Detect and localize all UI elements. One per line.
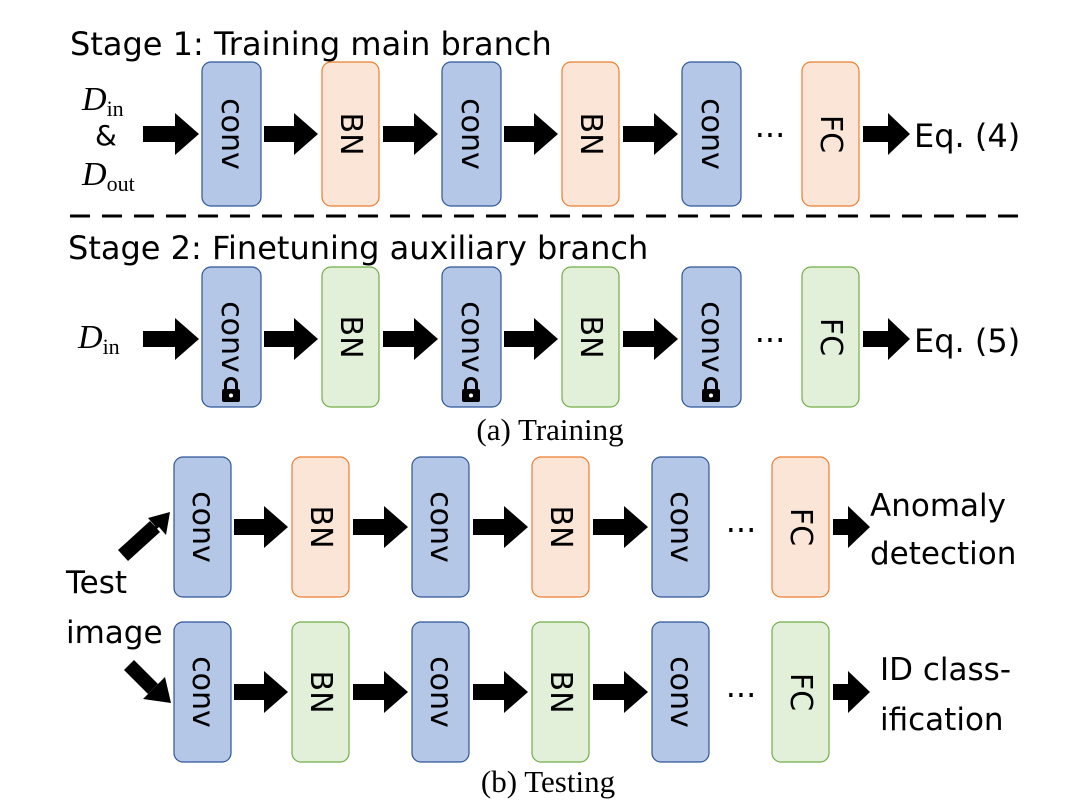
arrow-right (264, 318, 318, 360)
conv-block-frozen: conv (681, 266, 742, 408)
stage1-input-dset-out: Dout (81, 156, 135, 196)
stage1-input-dset-in: Din (81, 81, 124, 121)
output-anomaly-line1: Anomaly (870, 488, 1006, 524)
arrow-right (383, 113, 438, 155)
svg-text:conv: conv (694, 98, 729, 170)
arrow-right (234, 506, 288, 548)
arrow-right (593, 671, 648, 713)
conv-block: conv (173, 621, 232, 763)
arrow-right (504, 113, 558, 155)
ellipsis: ··· (726, 511, 757, 549)
svg-text:FC: FC (813, 318, 848, 356)
stage1-input-label: Din & Dout (81, 81, 135, 196)
conv-block: conv (681, 61, 742, 207)
arrow-right (143, 113, 199, 155)
arrow-right (863, 113, 910, 155)
arrow-right (593, 506, 648, 548)
arrow-diagonal-up-shaft (118, 521, 160, 561)
stage1-output: Eq. (4) (914, 117, 1020, 155)
bn-aux-block: BN (321, 266, 380, 408)
svg-text:conv: conv (185, 656, 220, 728)
svg-text:FC: FC (813, 115, 848, 153)
svg-text:FC: FC (783, 508, 818, 546)
stage2-output: Eq. (5) (914, 322, 1020, 360)
conv-block: conv (411, 456, 470, 598)
arrow-right (623, 113, 678, 155)
bn-block: BN (291, 456, 350, 598)
svg-text:BN: BN (573, 315, 608, 358)
svg-text:BN: BN (303, 670, 338, 713)
arrow-right (473, 671, 528, 713)
svg-text:conv: conv (423, 491, 458, 563)
bn-block: BN (531, 456, 590, 598)
svg-text:conv: conv (423, 656, 458, 728)
arrow-right (504, 318, 558, 360)
svg-text:BN: BN (333, 315, 368, 358)
conv-block: conv (411, 621, 470, 763)
conv-block: conv (651, 456, 710, 598)
arrow-right (234, 671, 288, 713)
svg-text:conv: conv (663, 491, 698, 563)
arrow-right (353, 671, 408, 713)
arrow-right (833, 671, 870, 713)
conv-block-frozen: conv (441, 266, 502, 408)
caption-testing: (b) Testing (481, 764, 615, 799)
ellipsis: ··· (755, 116, 786, 154)
svg-text:conv: conv (185, 491, 220, 563)
arrow-right (623, 318, 678, 360)
conv-block: conv (201, 61, 262, 207)
svg-text:BN: BN (303, 505, 338, 548)
test-image-line2: image (66, 615, 163, 651)
conv-block-frozen: conv (201, 266, 262, 408)
bn-aux-block: BN (561, 266, 620, 408)
conv-block: conv (651, 621, 710, 763)
arrow-right (833, 506, 870, 548)
arrow-right (264, 113, 318, 155)
svg-text:conv: conv (663, 656, 698, 728)
svg-text:conv: conv (454, 301, 489, 373)
stage1-input-amp: & (95, 119, 117, 152)
svg-text:BN: BN (333, 112, 368, 155)
bn-aux-block: BN (531, 621, 590, 763)
stage1-title: Stage 1: Training main branch (70, 25, 552, 63)
svg-text:conv: conv (694, 301, 729, 373)
fc-block: FC (771, 456, 830, 598)
ellipsis: ··· (755, 321, 786, 359)
arrow-right (143, 318, 199, 360)
conv-block: conv (173, 456, 232, 598)
output-id-line2: ification (880, 702, 1004, 738)
output-anomaly-line2: detection (870, 536, 1016, 572)
fc-aux-block: FC (771, 621, 830, 763)
arrow-right (383, 318, 438, 360)
caption-training: (a) Training (476, 412, 623, 447)
stage2-input-dset-in: Din (77, 319, 120, 359)
fc-aux-block: FC (801, 266, 860, 408)
svg-text:conv: conv (214, 98, 249, 170)
svg-text:conv: conv (454, 98, 489, 170)
svg-text:BN: BN (543, 670, 578, 713)
svg-text:FC: FC (783, 673, 818, 711)
arrow-diagonal-down-head (143, 677, 171, 703)
bn-block: BN (321, 61, 380, 207)
ellipsis: ··· (726, 676, 757, 714)
svg-text:BN: BN (543, 505, 578, 548)
arrow-diagonal-down-shaft (124, 660, 158, 694)
fc-block: FC (801, 61, 860, 207)
test-image-line1: Test (65, 565, 127, 601)
arrow-right (353, 506, 408, 548)
svg-text:conv: conv (214, 301, 249, 373)
conv-block: conv (441, 61, 502, 207)
arrow-right (863, 318, 910, 360)
bn-aux-block: BN (291, 621, 350, 763)
svg-text:BN: BN (573, 112, 608, 155)
arrow-right (473, 506, 528, 548)
bn-block: BN (561, 61, 620, 207)
stage2-title: Stage 2: Finetuning auxiliary branch (68, 229, 648, 267)
output-id-line1: ID class- (880, 652, 1011, 688)
